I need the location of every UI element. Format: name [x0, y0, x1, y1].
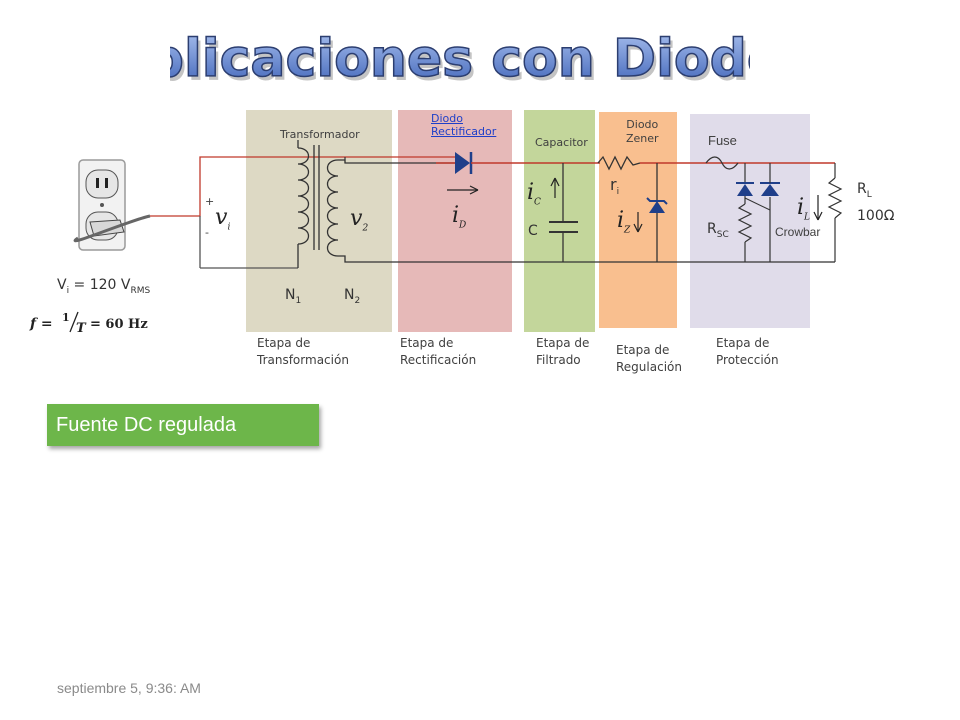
source-plus-label: +: [205, 195, 215, 208]
v2-label: v2: [350, 206, 369, 234]
capacitor-label: Capacitor: [535, 136, 588, 149]
ic-label: iC: [527, 180, 541, 208]
source-voltage-label: Vi = 120 VRMS: [57, 277, 151, 296]
rl-label: RL: [857, 181, 872, 200]
fuse-label: Fuse: [708, 133, 737, 148]
ri-label: ri: [610, 175, 620, 198]
page-title: Aplicaciones con Diodos Aplicaciones con…: [106, 8, 817, 98]
outlet-icon: [73, 159, 151, 251]
transformer-primary-coil: [297, 140, 339, 268]
id-label: iD: [452, 203, 467, 231]
svg-text:1: 1: [62, 311, 70, 324]
fuse-symbol: [705, 156, 739, 170]
protect-stage-panel: [690, 114, 810, 328]
crowbar-label: Crowbar: [775, 225, 821, 239]
frequency-formula: f = 1 T = 60 Hz: [29, 311, 148, 336]
capacitor-symbol: [549, 163, 578, 262]
rl-value: 100Ω: [857, 208, 895, 224]
rectifier-diode-symbol: [436, 152, 600, 174]
vi-label: vi: [215, 205, 231, 233]
svg-text:Aplicaciones con Diodos: Aplicaciones con Diodos: [170, 33, 750, 93]
secondary-wire-bottom: [338, 255, 830, 263]
rectifier-diode-link[interactable]: Diodo Rectificador: [431, 112, 497, 139]
svg-text:f =: f =: [29, 316, 53, 332]
regulated-dc-badge: Fuente DC regulada: [47, 404, 319, 446]
source-wire-top: [150, 156, 456, 217]
zener-label: Diodo Zener: [626, 118, 659, 146]
c-label: C: [528, 223, 538, 239]
svg-text:T: T: [76, 321, 87, 336]
rectify-stage-panel: [398, 110, 512, 332]
zener-diode-symbol: [646, 163, 668, 262]
slide-date-footer: septiembre 5, 9:36: AM: [57, 680, 201, 696]
iz-label: iZ: [617, 208, 631, 236]
n1-label: N1: [285, 287, 302, 306]
title-text: Aplicaciones con Diodos: [170, 29, 750, 89]
il-label: iL: [797, 195, 811, 223]
source-minus-label: -: [205, 226, 209, 239]
n2-label: N2: [344, 287, 361, 306]
series-resistor-symbol: [597, 155, 641, 171]
transformer-label: Transformador: [280, 128, 360, 141]
svg-text:= 60 Hz: = 60 Hz: [90, 317, 148, 332]
crowbar-symbol: [736, 163, 780, 262]
circuit-diagram: f = 1 T = 60 Hz: [29, 140, 843, 336]
rsc-label: RSC: [707, 221, 729, 240]
load-resistor-symbol: [827, 163, 843, 262]
